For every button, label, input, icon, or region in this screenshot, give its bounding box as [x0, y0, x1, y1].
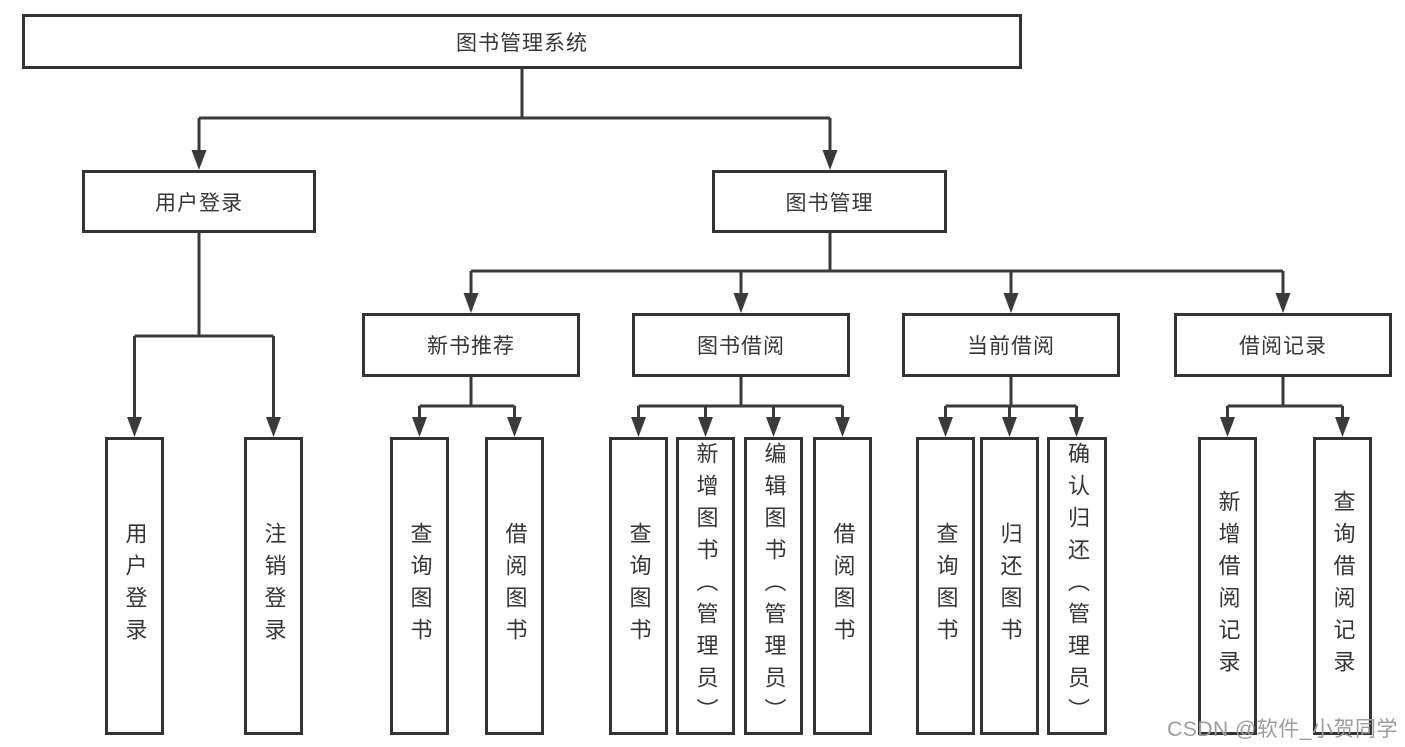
node-library-management-system: 图书管理系统 [22, 14, 1022, 69]
leaf-query-books-current: 查询图书 [916, 437, 975, 735]
leaf-edit-books-admin: 编辑图书（管理员） [744, 437, 803, 735]
leaf-query-books-recommend: 查询图书 [390, 437, 449, 735]
csdn-watermark: CSDN @软件_小贺同学 [1167, 718, 1398, 741]
node-current-borrow: 当前借阅 [902, 313, 1120, 377]
node-book-borrow: 图书借阅 [632, 313, 850, 377]
leaf-confirm-return-admin: 确认归还（管理员） [1047, 437, 1107, 735]
leaf-logout: 注销登录 [244, 437, 303, 735]
node-user-login: 用户登录 [82, 170, 316, 233]
leaf-borrow-books-recommend: 借阅图书 [485, 437, 544, 735]
connector-strokes [133, 69, 1344, 419]
leaf-add-books-admin: 新增图书（管理员） [676, 437, 735, 735]
leaf-return-books: 归还图书 [980, 437, 1039, 735]
node-borrow-records: 借阅记录 [1174, 313, 1392, 377]
leaf-query-borrow-record: 查询借阅记录 [1313, 437, 1372, 735]
node-new-book-recommend: 新书推荐 [362, 313, 580, 377]
arrowheads [127, 150, 1350, 437]
leaf-add-borrow-record: 新增借阅记录 [1198, 437, 1257, 735]
leaf-user-login: 用户登录 [105, 437, 164, 735]
node-book-management: 图书管理 [712, 170, 947, 233]
leaf-borrow-books: 借阅图书 [813, 437, 872, 735]
leaf-query-books-borrow: 查询图书 [609, 437, 668, 735]
